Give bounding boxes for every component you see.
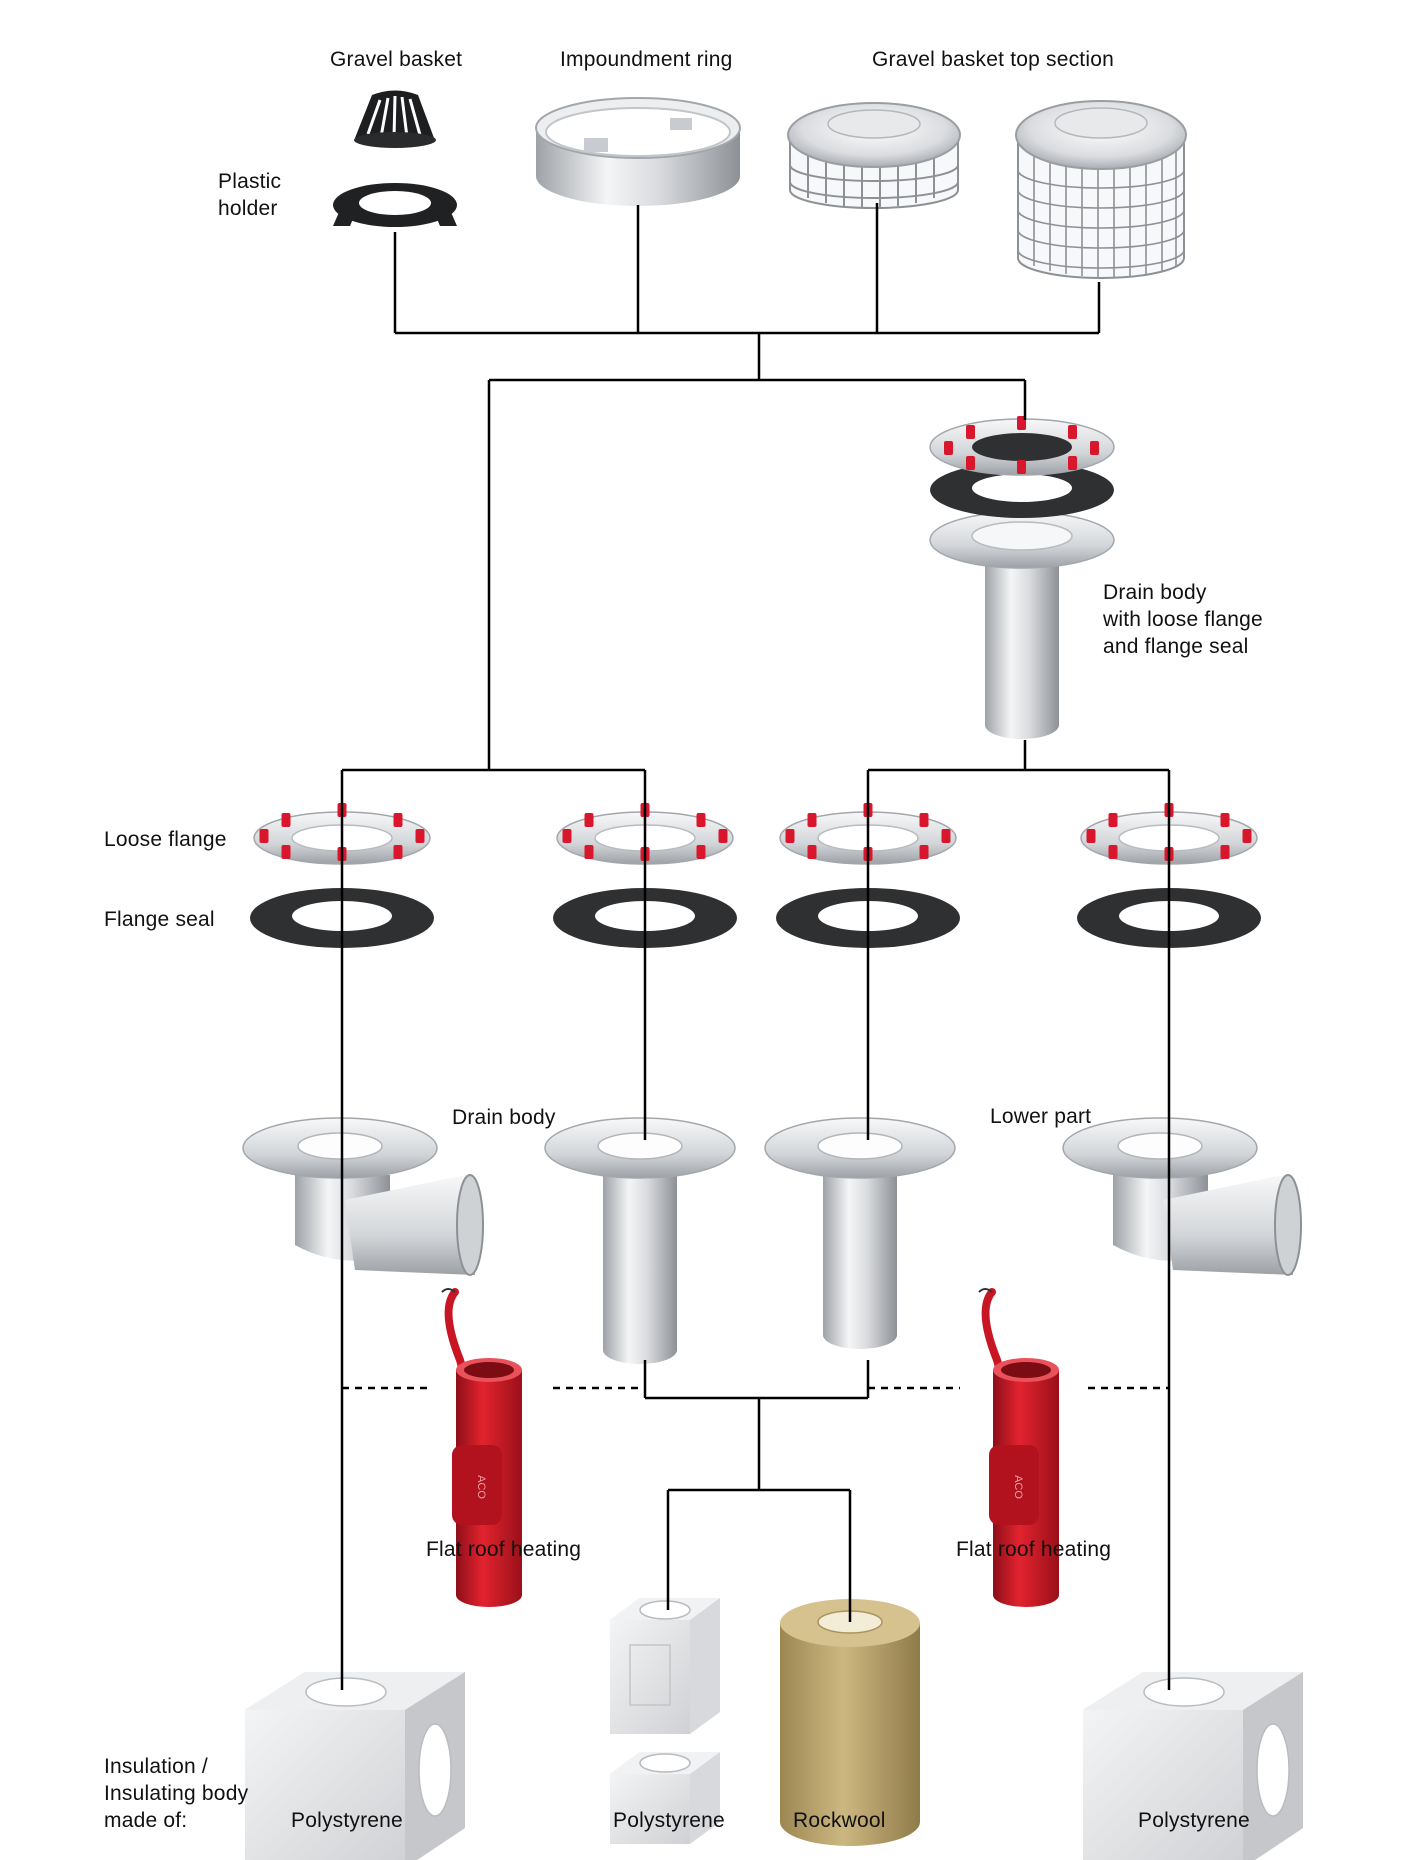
bolt-icon — [919, 813, 929, 827]
flat-roof-heating-left-icon: ACO — [441, 1288, 522, 1607]
label-polystyrene-right: Polystyrene — [1138, 1809, 1250, 1832]
bolt-icon — [584, 813, 594, 827]
label-impoundment-ring: Impoundment ring — [560, 48, 733, 71]
drain-body-vertical-icon — [544, 1117, 736, 1364]
label-rockwool: Rockwool — [793, 1809, 886, 1832]
loose-flange-row — [250, 803, 1261, 948]
label-gravel-basket-top-section: Gravel basket top section — [872, 48, 1114, 71]
insulation-polystyrene-left-icon — [245, 1672, 465, 1860]
label-polystyrene-middle: Polystyrene — [613, 1809, 725, 1832]
label-gravel-basket: Gravel basket — [330, 48, 463, 71]
bolt-icon — [393, 813, 403, 827]
lower-part-vertical-icon — [764, 1117, 956, 1349]
label-loose-flange: Loose flange — [104, 828, 227, 851]
connector-lines — [340, 203, 1171, 1690]
bolt-icon — [1220, 845, 1230, 859]
label-drain-body: Drain body — [452, 1106, 556, 1129]
bolt-icon — [1086, 829, 1096, 843]
label-drain-body-loose-flange-line: and flange seal — [1103, 635, 1249, 658]
label-lower-part: Lower part — [990, 1105, 1092, 1128]
label-flat-roof-heating-left: Flat roof heating — [426, 1538, 582, 1561]
impoundment-ring-icon — [535, 97, 741, 206]
bolt-icon — [281, 813, 291, 827]
label-drain-body-loose-flange-line: Drain body — [1103, 581, 1207, 604]
bolt-icon — [807, 845, 817, 859]
bolt-icon — [696, 845, 706, 859]
insulation-polystyrene-middle-icon — [610, 1598, 720, 1844]
label-insulation-line: made of: — [104, 1809, 188, 1832]
bolt-icon — [415, 829, 425, 843]
bolt-icon — [718, 829, 728, 843]
insulation-polystyrene-right-icon — [1083, 1672, 1303, 1860]
bolt-icon — [1220, 813, 1230, 827]
label-plastic-holder-line: holder — [218, 197, 278, 220]
label-insulation-line: Insulation / — [104, 1755, 208, 1778]
drain-body-with-loose-flange-icon — [929, 416, 1115, 739]
heater-right-marking: ACO — [1012, 1475, 1024, 1499]
bolt-icon — [919, 845, 929, 859]
gravel-basket-top-small-icon — [787, 102, 961, 209]
label-flange-seal: Flange seal — [104, 908, 215, 931]
lower-part-horizontal-outlet-right-icon — [1062, 1117, 1302, 1276]
bolt-icon — [259, 829, 269, 843]
drain-body-horizontal-outlet-left-icon — [242, 1117, 484, 1276]
bolt-icon — [1108, 813, 1118, 827]
bolt-icon — [281, 845, 291, 859]
bolt-icon — [393, 845, 403, 859]
bolt-icon — [807, 813, 817, 827]
gravel-basket-icon — [354, 90, 436, 148]
label-drain-body-loose-flange: Drain body with loose flange and flange … — [1103, 579, 1263, 660]
bolt-icon — [562, 829, 572, 843]
label-insulation-line: Insulating body — [104, 1782, 249, 1805]
bolt-icon — [941, 829, 951, 843]
label-drain-body-loose-flange-line: with loose flange — [1103, 608, 1263, 631]
gravel-basket-top-tall-icon — [1015, 100, 1187, 279]
label-flat-roof-heating-right: Flat roof heating — [956, 1538, 1112, 1561]
bolt-icon — [785, 829, 795, 843]
insulation-rockwool-icon — [780, 1599, 920, 1846]
bolt-icon — [584, 845, 594, 859]
label-plastic-holder: Plastic holder — [218, 168, 281, 222]
plastic-holder-icon — [333, 183, 457, 227]
bolt-icon — [1242, 829, 1252, 843]
label-polystyrene-left: Polystyrene — [291, 1809, 403, 1832]
bolt-icon — [696, 813, 706, 827]
label-plastic-holder-line: Plastic — [218, 170, 282, 193]
label-insulation: Insulation / Insulating body made of: — [104, 1753, 248, 1834]
heater-left-marking: ACO — [475, 1475, 487, 1499]
bolt-icon — [1108, 845, 1118, 859]
flat-roof-heating-right-icon: ACO — [978, 1288, 1059, 1607]
